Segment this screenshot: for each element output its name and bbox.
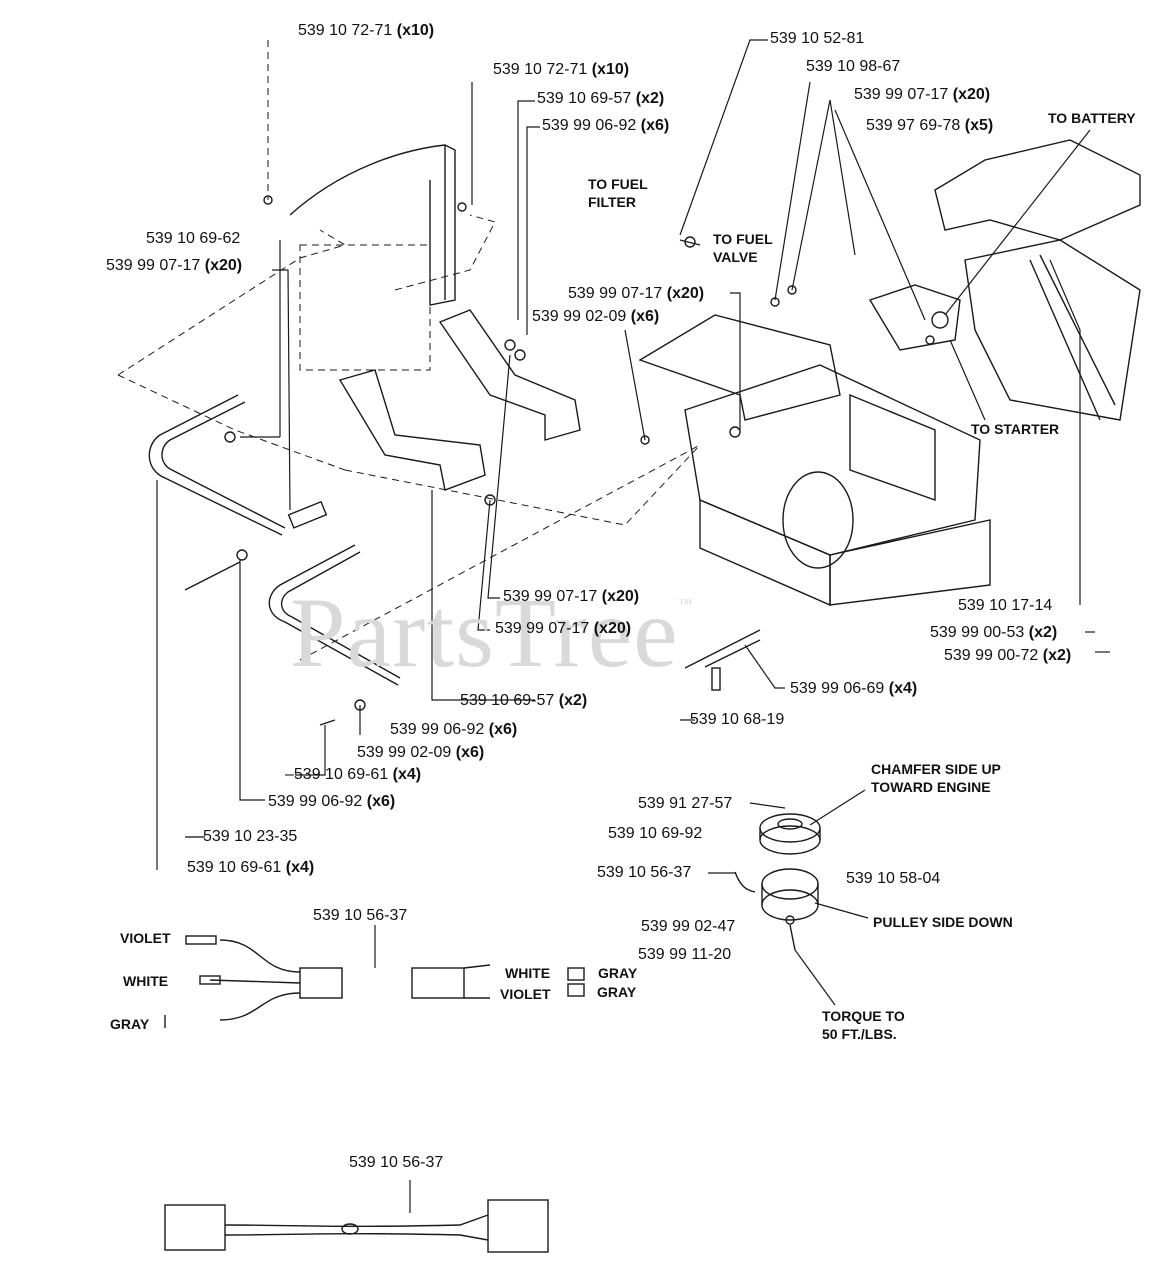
side-panel <box>289 144 456 306</box>
bolt-long <box>184 561 241 591</box>
part-label: 539 99 07-17 (x20) <box>495 620 632 637</box>
rod-lower <box>268 544 399 686</box>
harness-connector-right <box>411 967 465 999</box>
part-label: 539 10 56-37 <box>313 907 408 924</box>
wire-label: WHITE <box>123 973 169 989</box>
wire-label: VIOLET <box>120 930 171 946</box>
part-label: 539 99 02-09 (x6) <box>357 744 485 761</box>
seat-pan <box>934 139 1141 241</box>
part-label: 539 10 69-92 <box>608 825 703 842</box>
watermark: PartsTree™ <box>290 577 694 688</box>
part-label: 539 10 52-81 <box>770 30 865 47</box>
bracket-right <box>438 309 581 441</box>
engine-block <box>964 239 1141 421</box>
note-to-starter: TO STARTER <box>971 421 1060 437</box>
wire-label: GRAY <box>110 1016 150 1032</box>
part-label: 539 99 06-92 (x6) <box>542 117 670 134</box>
frame-body <box>684 364 981 556</box>
part-label: 539 10 17-14 <box>958 597 1053 614</box>
part-label: 539 10 69-62 <box>146 230 241 247</box>
part-label: 539 99 06-92 (x6) <box>390 721 518 738</box>
part-label: 539 10 98-67 <box>806 58 901 75</box>
part-label: 539 91 27-57 <box>638 795 733 812</box>
deck-bracket <box>704 639 761 668</box>
note-pulley-side: PULLEY SIDE DOWN <box>873 914 1013 930</box>
part-label: 539 99 07-17 (x20) <box>568 285 705 302</box>
wire-label: VIOLET <box>500 986 551 1002</box>
part-label: 539 10 72-71 (x10) <box>298 22 435 39</box>
part-label: 539 99 07-17 (x20) <box>106 257 243 274</box>
part-label: —539 10 23-35 <box>187 828 298 845</box>
part-label: 539 99 06-69 (x4) <box>790 680 918 697</box>
frame-plane-left <box>117 229 347 376</box>
part-label: 539 99 02-09 (x6) <box>532 308 660 325</box>
pulley <box>759 813 821 843</box>
part-label: –539 10 68-19 <box>681 711 785 728</box>
wire-label: GRAY <box>598 965 638 981</box>
clutch-bolt <box>789 924 796 951</box>
bracket-left <box>338 369 486 491</box>
part-label: 539 10 56-37 <box>349 1154 444 1171</box>
part-label: 539 99 07-17 (x20) <box>503 588 640 605</box>
harness-bottom-right <box>487 1199 549 1253</box>
part-label: 539 99 07-17 (x20) <box>854 86 991 103</box>
part-label: 539 99 00-72 (x2) <box>944 647 1072 664</box>
part-label: 539 10 72-71 (x10) <box>493 61 630 78</box>
harness-bottom-left <box>164 1204 226 1251</box>
wire-label: WHITE <box>505 965 551 981</box>
rod-upper <box>148 394 283 536</box>
harness-connector-left <box>299 967 343 999</box>
part-label: 539 97 69-78 (x5) <box>866 117 994 134</box>
part-label: 539 10 58-04 <box>846 870 941 887</box>
part-label: 539 10 69-57 (x2) <box>537 90 665 107</box>
note-to-battery: TO BATTERY <box>1048 110 1136 126</box>
part-label: 539 10 56-37 <box>597 864 692 881</box>
part-label: 539 10 69-61 (x4) <box>187 859 315 876</box>
part-label: 539 10 69-57 (x2) <box>460 692 588 709</box>
part-label: 539 99 02-47 <box>641 918 736 935</box>
wire-label: GRAY <box>597 984 637 1000</box>
part-label: 539 99 06-92 (x6) <box>268 793 396 810</box>
part-label: 539 99 11-20 <box>638 946 732 963</box>
part-label: –539 10 69-61 (x4) <box>285 766 422 783</box>
part-label: 539 99 00-53 (x2) <box>930 624 1058 641</box>
